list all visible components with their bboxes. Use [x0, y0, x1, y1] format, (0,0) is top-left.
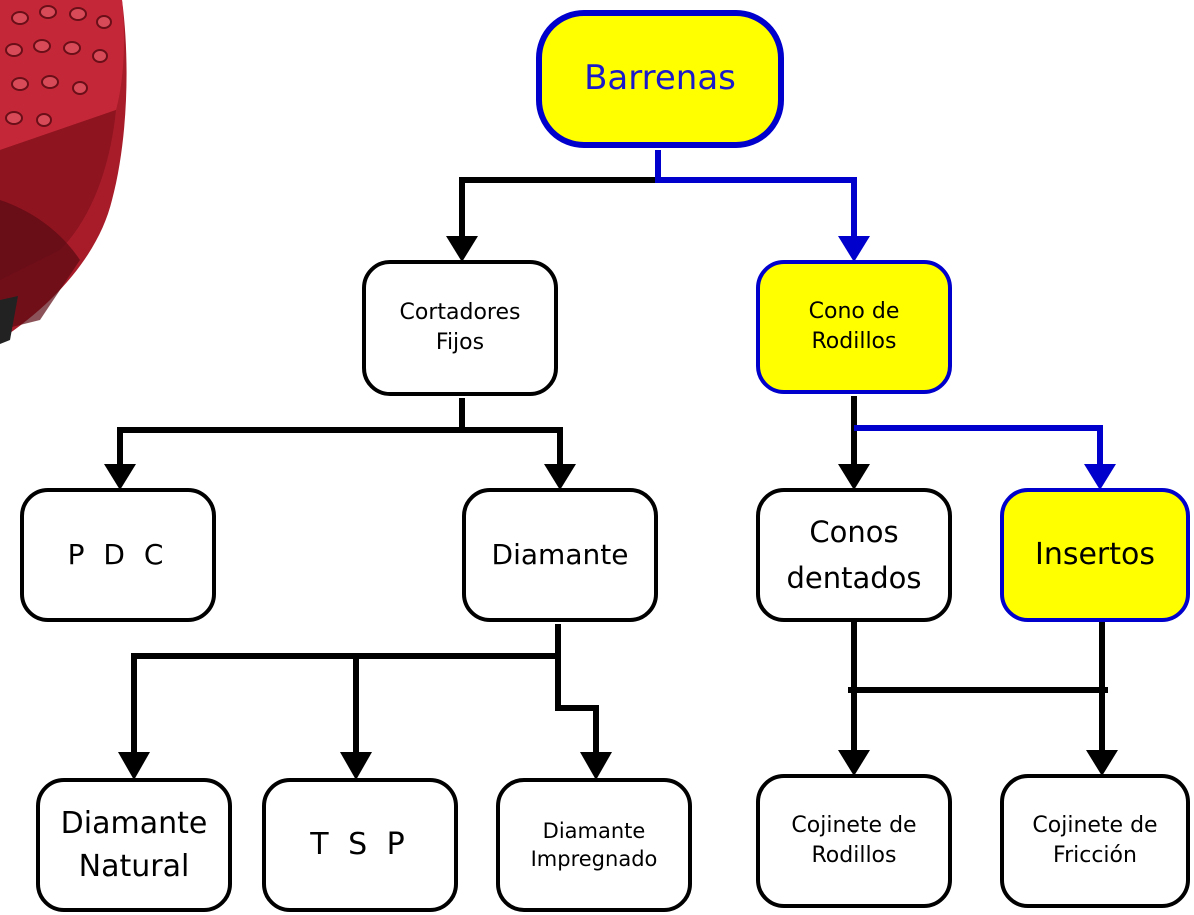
node-diamante: Diamante — [462, 488, 658, 622]
arrowheads — [104, 236, 1118, 780]
arrowhead — [118, 752, 150, 780]
arrowhead — [1084, 464, 1116, 490]
node-conos-dentados: Conos dentados — [756, 488, 952, 622]
node-tsp: T S P — [262, 778, 458, 912]
connector-cortadores-to-diamante — [462, 427, 563, 464]
node-pdc: P D C — [20, 488, 216, 622]
node-diamante-natural: Diamante Natural — [36, 778, 232, 912]
arrowhead — [838, 750, 870, 776]
arrowhead — [838, 236, 870, 262]
arrowhead — [1086, 750, 1118, 776]
connector-root-to-cortadores — [459, 150, 661, 236]
connector-cono-to-insertos — [854, 425, 1103, 464]
connector-root-to-cono — [655, 150, 857, 236]
arrowhead — [838, 464, 870, 490]
arrowhead — [104, 464, 136, 490]
node-cono-de-rodillos: Cono de Rodillos — [756, 260, 952, 394]
arrowhead — [446, 236, 478, 262]
arrowhead — [544, 464, 576, 490]
drill-bit-image — [0, 0, 127, 344]
node-cojinete-de-friccion: Cojinete de Fricción — [1000, 774, 1190, 908]
node-barrenas: Barrenas — [536, 10, 784, 148]
node-diamante-impregnado: Diamante Impregnado — [496, 778, 692, 912]
node-cojinete-de-rodillos: Cojinete de Rodillos — [756, 774, 952, 908]
node-insertos: Insertos — [1000, 488, 1190, 622]
connector-cortadores-to-pdc — [117, 398, 465, 464]
connector-diamante-to-natural — [131, 624, 561, 752]
connector-diamante-to-impregnado — [555, 656, 599, 752]
arrowhead — [580, 752, 612, 780]
arrowhead — [340, 752, 372, 780]
node-cortadores-fijos: Cortadores Fijos — [362, 260, 558, 396]
